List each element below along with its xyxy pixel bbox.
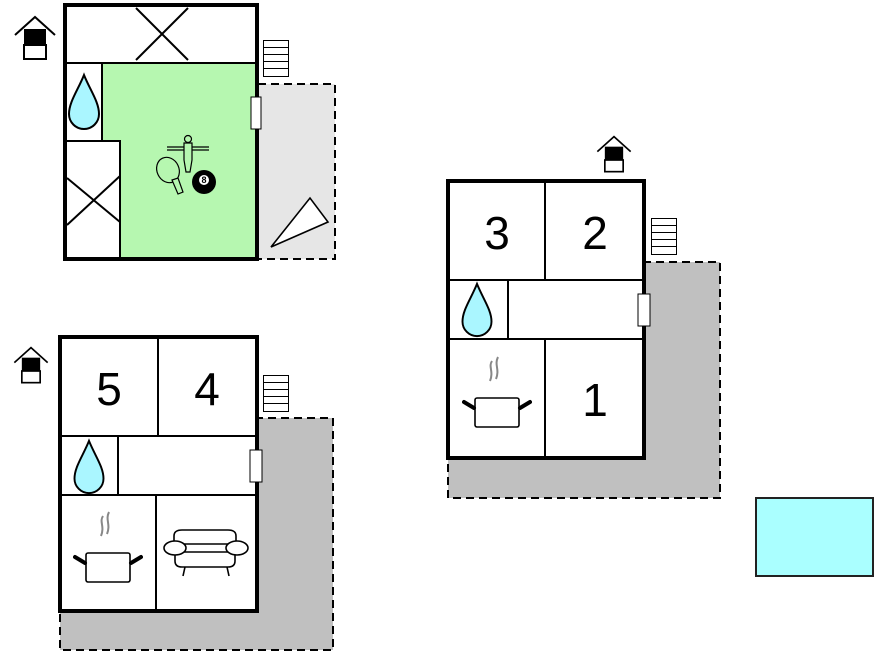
home-floor-icon bbox=[596, 135, 632, 173]
house-1-building: 3 2 1 bbox=[446, 135, 721, 499]
door-icon bbox=[250, 96, 262, 130]
house-2-building: 5 4 bbox=[13, 335, 334, 651]
home-floor-icon bbox=[13, 15, 57, 61]
door-icon bbox=[249, 449, 263, 483]
bedroom-number: 4 bbox=[194, 363, 220, 415]
home-floor-icon bbox=[13, 346, 49, 384]
interior-wall bbox=[448, 181, 644, 458]
annex-building: 8 bbox=[13, 3, 336, 261]
door-icon bbox=[637, 293, 651, 327]
table-tennis-icon bbox=[156, 156, 184, 195]
storage-x-mark bbox=[66, 175, 121, 226]
stairs-icon bbox=[263, 375, 289, 412]
pool bbox=[755, 497, 874, 577]
billiard-ball-icon: 8 bbox=[192, 170, 216, 194]
storage-x-mark bbox=[135, 7, 189, 61]
activity-room bbox=[102, 64, 255, 259]
bedroom-number: 2 bbox=[582, 207, 608, 259]
interior-wall bbox=[60, 337, 257, 611]
bedroom-number: 5 bbox=[96, 363, 122, 415]
bedroom-number: 1 bbox=[582, 374, 608, 426]
svg-text:8: 8 bbox=[201, 175, 206, 185]
stairs-icon bbox=[651, 218, 677, 255]
sofa-icon bbox=[163, 529, 249, 577]
interior-wall bbox=[65, 62, 257, 259]
stairs-icon bbox=[263, 40, 289, 77]
exterior-wall bbox=[63, 3, 259, 261]
sunshade-icon bbox=[270, 196, 330, 248]
bedroom-number: 3 bbox=[484, 207, 510, 259]
table-football-icon bbox=[167, 134, 209, 173]
